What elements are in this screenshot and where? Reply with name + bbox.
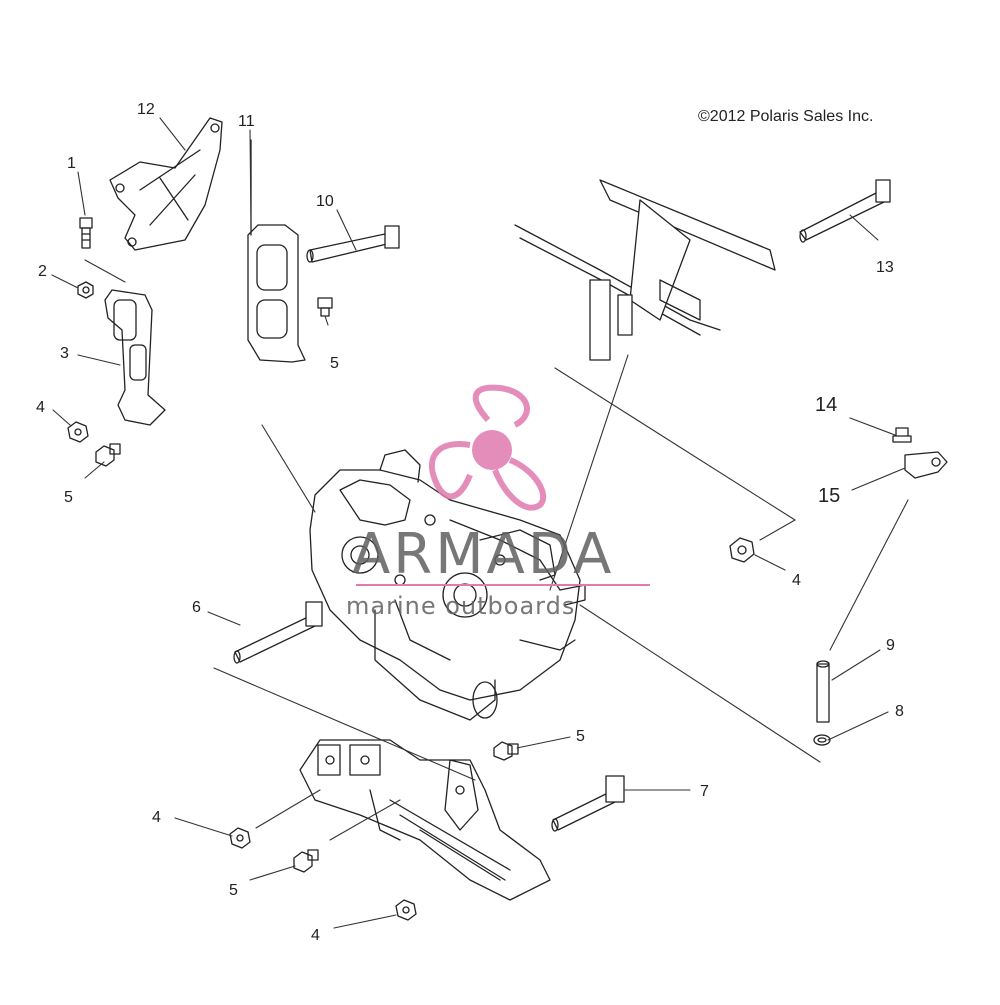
nut-part-4-right <box>729 537 755 563</box>
callout-5-a: 5 <box>330 355 339 372</box>
bolt-part-5-left <box>95 443 121 467</box>
nut-part-4-lower <box>229 827 251 849</box>
callout-12: 12 <box>137 101 155 118</box>
watermark-brand: ARMADA <box>352 522 615 587</box>
bracket-part-11 <box>247 139 306 363</box>
bolt-part-14 <box>892 427 912 443</box>
clip-part-15 <box>904 451 948 479</box>
callout-4-c: 4 <box>152 809 161 826</box>
bolt-part-7 <box>551 775 625 832</box>
frame-lower <box>299 739 551 901</box>
nut-part-4-bottom <box>395 899 417 921</box>
bolt-part-1 <box>79 217 93 249</box>
watermark-tagline: marine outboards <box>346 592 576 620</box>
callout-4-d: 4 <box>311 927 320 944</box>
nut-part-4-left <box>67 421 89 443</box>
bolt-part-10 <box>306 225 400 263</box>
callout-11: 11 <box>238 113 255 130</box>
callout-5-d: 5 <box>229 882 238 899</box>
copyright-notice: ©2012 Polaris Sales Inc. <box>698 108 874 125</box>
callout-15: 15 <box>818 485 840 507</box>
bolt-part-5-middle <box>493 741 519 761</box>
callout-3: 3 <box>60 345 69 362</box>
bracket-part-3 <box>104 289 166 426</box>
callout-1: 1 <box>67 155 76 172</box>
clip-part-8 <box>813 734 831 746</box>
bolt-part-13 <box>799 179 891 243</box>
nut-part-2 <box>77 281 94 299</box>
callout-4-a: 4 <box>36 399 45 416</box>
bracket-part-12 <box>109 117 223 251</box>
bolt-part-6 <box>233 601 323 664</box>
callout-4-b: 4 <box>792 572 801 589</box>
callout-labels: 1 12 11 10 2 3 5 4 5 13 14 15 4 6 9 8 5 … <box>36 101 904 944</box>
watermark-logo <box>428 384 547 511</box>
callout-14: 14 <box>815 394 837 416</box>
callout-9: 9 <box>886 637 895 654</box>
callout-2: 2 <box>38 263 47 280</box>
bolt-part-5-lower <box>293 849 319 873</box>
callout-10: 10 <box>316 193 334 210</box>
pin-part-9 <box>816 660 830 723</box>
callout-7: 7 <box>700 783 709 800</box>
callout-13: 13 <box>876 259 894 276</box>
callout-5-b: 5 <box>64 489 73 506</box>
leader-lines <box>51 117 909 929</box>
bolt-part-5-top <box>317 297 333 317</box>
callout-5-c: 5 <box>576 728 585 745</box>
frame-upper <box>514 179 776 361</box>
callout-6: 6 <box>192 599 201 616</box>
callout-8: 8 <box>895 703 904 720</box>
